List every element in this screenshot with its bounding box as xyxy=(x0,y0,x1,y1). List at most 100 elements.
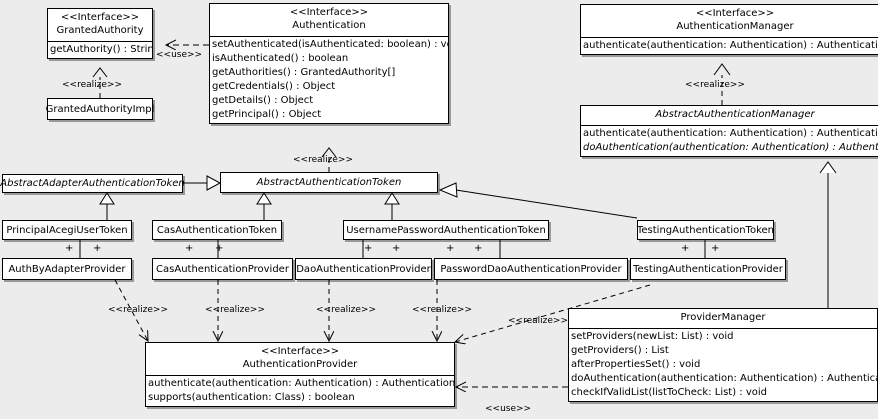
class-name: PasswordDaoAuthenticationProvider xyxy=(440,263,622,275)
compartment-divider xyxy=(569,328,877,329)
operations-compartment: getAuthority() : String xyxy=(48,42,152,58)
class-name: AuthenticationManager xyxy=(676,21,794,32)
class-testing-authentication-provider[interactable]: TestingAuthenticationProvider xyxy=(630,258,786,280)
class-testing-authentication-token[interactable]: TestingAuthenticationToken xyxy=(637,220,774,240)
operations-compartment: authenticate(authentication: Authenticat… xyxy=(146,376,454,406)
stereotype-label: <<Interface>> xyxy=(60,12,140,23)
operation: doAuthentication(authentication: Authent… xyxy=(583,142,878,153)
operations-compartment: setProviders(newList: List) : void getPr… xyxy=(569,329,877,401)
class-password-dao-authentication-provider[interactable]: PasswordDaoAuthenticationProvider xyxy=(434,258,628,280)
class-cas-authentication-provider[interactable]: CasAuthenticationProvider xyxy=(152,258,293,280)
edge-providermanager-extends-abstractauthenticationmanager xyxy=(819,161,837,308)
operation: getAuthorities() : GrantedAuthority[] xyxy=(212,67,396,78)
compartment-divider xyxy=(146,375,454,376)
association-marker-plus: + xyxy=(446,243,455,254)
edge-label-realize-testingauthenticationprovider: <<realize>> xyxy=(508,316,568,326)
class-header: ProviderManager xyxy=(569,309,877,328)
class-auth-by-adapter-provider[interactable]: AuthByAdapterProvider xyxy=(2,258,132,280)
operation: setProviders(newList: List) : void xyxy=(571,331,734,342)
class-name: ProviderManager xyxy=(680,312,766,323)
operation: authenticate(authentication: Authenticat… xyxy=(583,40,878,51)
class-name: AbstractAuthenticationManager xyxy=(655,109,815,120)
edge-label-realize-passworddaoauthenticationprovider: <<realize>> xyxy=(412,305,472,315)
class-abstract-authentication-token[interactable]: AbstractAuthenticationToken xyxy=(220,172,438,193)
class-header: <<Interface>> Authentication xyxy=(210,4,448,36)
class-dao-authentication-provider[interactable]: DaoAuthenticationProvider xyxy=(295,258,432,280)
class-header: <<Interface>> GrantedAuthority xyxy=(48,9,152,41)
edge-label-realize-abstractauthenticationtoken: <<realize>> xyxy=(293,155,353,165)
association-marker-plus: + xyxy=(185,243,194,254)
class-name: AbstractAdapterAuthenticationToken xyxy=(0,178,185,189)
operation: isAuthenticated() : boolean xyxy=(212,53,349,64)
class-provider-manager[interactable]: ProviderManager setProviders(newList: Li… xyxy=(568,308,878,402)
compartment-divider xyxy=(581,37,878,38)
association-marker-plus: + xyxy=(474,243,483,254)
class-principal-acegi-user-token[interactable]: PrincipalAcegiUserToken xyxy=(2,220,132,240)
operation: getAuthority() : String xyxy=(50,44,152,55)
edge-usernamepasswordtoken-extends-abstractauthenticationtoken xyxy=(384,192,400,220)
operation: getCredentials() : Object xyxy=(212,81,336,92)
class-authentication-manager[interactable]: <<Interface>> AuthenticationManager auth… xyxy=(580,4,878,55)
operation: authenticate(authentication: Authenticat… xyxy=(148,378,454,389)
operations-compartment: authenticate(authentication: Authenticat… xyxy=(581,38,878,54)
edge-label-realize-casauthenticationprovider: <<realize>> xyxy=(205,305,265,315)
class-name: AbstractAuthenticationToken xyxy=(256,177,402,188)
operation: doAuthentication(authentication: Authent… xyxy=(571,373,877,384)
class-granted-authority[interactable]: <<Interface>> GrantedAuthority getAuthor… xyxy=(47,8,153,59)
edge-label-realize-abstractauthenticationmanager: <<realize>> xyxy=(685,80,745,90)
operation: checkIfValidList(listToCheck: List) : vo… xyxy=(571,387,768,398)
class-abstract-adapter-authentication-token[interactable]: AbstractAdapterAuthenticationToken xyxy=(0,174,185,193)
edge-abstractadapter-extends-abstractauthenticationtoken xyxy=(183,175,222,191)
operation: authenticate(authentication: Authenticat… xyxy=(583,128,878,139)
class-name: Authentication xyxy=(292,20,366,31)
class-name: TestingAuthenticationToken xyxy=(636,224,775,236)
class-authentication[interactable]: <<Interface>> Authentication setAuthenti… xyxy=(209,3,449,124)
class-cas-authentication-token[interactable]: CasAuthenticationToken xyxy=(152,220,282,240)
edge-principalacegiusertoken-extends-abstractadapter xyxy=(99,192,115,220)
edge-label-realize-authbyadapterprovider: <<realize>> xyxy=(108,305,168,315)
association-marker-plus: + xyxy=(681,243,690,254)
edge-label-realize-grantedauthorityimpl: <<realize>> xyxy=(62,80,122,90)
operations-compartment: setAuthenticated(isAuthenticated: boolea… xyxy=(210,37,448,123)
class-granted-authority-impl[interactable]: GrantedAuthorityImpl xyxy=(46,98,154,120)
class-name: UsernamePasswordAuthenticationToken xyxy=(346,224,546,236)
compartment-divider xyxy=(581,125,878,126)
stereotype-label: <<Interface>> xyxy=(260,346,340,357)
edge-casauthenticationtoken-extends-abstractauthenticationtoken xyxy=(256,192,272,220)
class-name: CasAuthenticationProvider xyxy=(156,263,289,275)
class-header: <<Interface>> AuthenticationManager xyxy=(581,5,878,37)
compartment-divider xyxy=(210,36,448,37)
class-header: <<Interface>> AuthenticationProvider xyxy=(146,343,454,375)
operations-compartment: authenticate(authentication: Authenticat… xyxy=(581,126,878,156)
association-marker-plus: + xyxy=(392,243,401,254)
operation: afterPropertiesSet() : void xyxy=(571,359,701,370)
class-name: TestingAuthenticationProvider xyxy=(633,263,783,275)
operation: setAuthenticated(isAuthenticated: boolea… xyxy=(212,39,448,50)
association-marker-plus: + xyxy=(364,243,373,254)
stereotype-label: <<Interface>> xyxy=(289,7,369,18)
class-header: AbstractAuthenticationManager xyxy=(581,106,878,125)
association-marker-plus: + xyxy=(93,243,102,254)
association-marker-plus: + xyxy=(215,243,224,254)
edge-label-realize-daoauthenticationprovider: <<realize>> xyxy=(316,305,376,315)
class-name: GrantedAuthorityImpl xyxy=(45,103,155,115)
stereotype-label: <<Interface>> xyxy=(695,8,775,19)
class-name: AuthByAdapterProvider xyxy=(8,263,126,275)
association-marker-plus: + xyxy=(711,243,720,254)
class-name: AuthenticationProvider xyxy=(242,359,358,370)
class-abstract-authentication-manager[interactable]: AbstractAuthenticationManager authentica… xyxy=(580,105,878,157)
operation: getPrincipal() : Object xyxy=(212,109,322,120)
class-authentication-provider[interactable]: <<Interface>> AuthenticationProvider aut… xyxy=(145,342,455,407)
edge-label-use-providermanager-authenticationprovider: <<use>> xyxy=(485,404,532,414)
class-name: DaoAuthenticationProvider xyxy=(296,263,431,275)
class-name: CasAuthenticationToken xyxy=(156,224,278,236)
edge-testingauthenticationtoken-extends-abstractauthenticationtoken xyxy=(438,182,638,219)
class-name: GrantedAuthority xyxy=(56,25,144,36)
class-username-password-authentication-token[interactable]: UsernamePasswordAuthenticationToken xyxy=(343,220,549,240)
operation: getDetails() : Object xyxy=(212,95,314,106)
edge-label-use-authentication-grantedauthority: <<use>> xyxy=(156,50,203,60)
association-marker-plus: + xyxy=(65,243,74,254)
class-name: PrincipalAcegiUserToken xyxy=(6,224,128,236)
operation: getProviders() : List xyxy=(571,345,669,356)
